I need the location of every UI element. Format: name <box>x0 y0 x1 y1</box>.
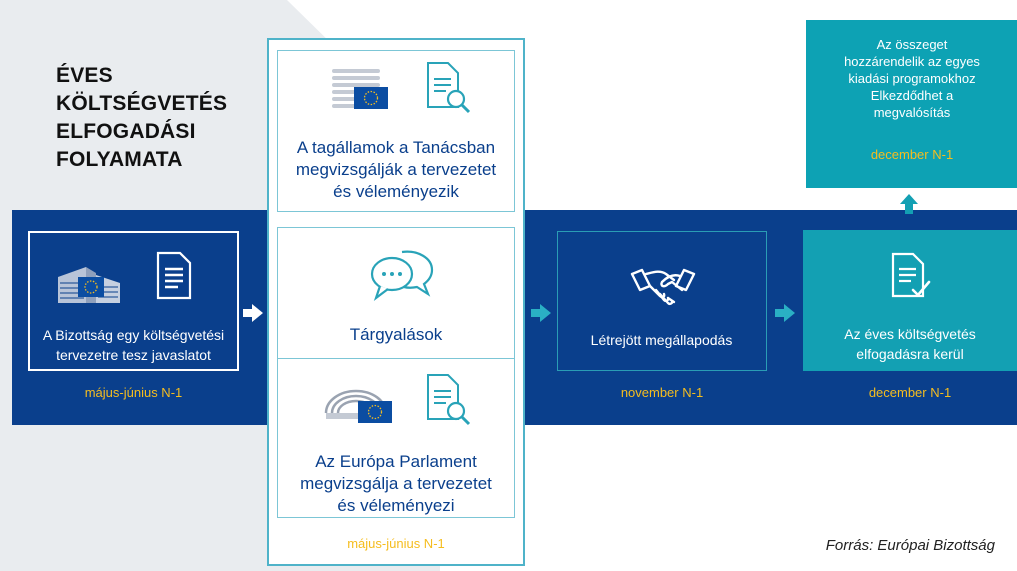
allocation-text: megvalósítás <box>873 105 951 120</box>
title-line: ÉVES <box>56 64 113 87</box>
speech-bubbles-icon <box>370 250 434 301</box>
allocation-card: Az összeget hozzárendelik az egyes kiadá… <box>806 20 1017 188</box>
allocation-text: Elkezdődhet a <box>870 88 954 103</box>
allocation-text: Az összeget <box>876 37 948 52</box>
commission-date: május-június N-1 <box>84 385 183 400</box>
parliament-hemicycle-icon <box>324 389 392 423</box>
agreement-card: Létrejött megállapodás <box>557 231 767 371</box>
adoption-date: december N-1 <box>868 385 952 400</box>
commission-text: A Bizottság egy költségvetési <box>42 327 225 343</box>
page-title: ÉVES KÖLTSÉGVETÉS ELFOGADÁSI FOLYAMATA <box>56 62 256 174</box>
council-text: A tagállamok a Tanácsban <box>296 138 496 157</box>
title-line: KÖLTSÉGVETÉS <box>56 92 228 115</box>
negotiation-text: Tárgyalások <box>349 325 443 344</box>
commission-text: tervezetre tesz javaslatot <box>56 347 211 363</box>
allocation-text: hozzárendelik az egyes <box>844 54 980 69</box>
council-text: és véleményezik <box>333 182 459 201</box>
handshake-icon <box>630 268 696 306</box>
parliament-text: megvizsgálja a tervezetet <box>300 474 492 493</box>
document-icon <box>156 251 192 300</box>
council-text: megvizsgálják a tervezetet <box>295 160 497 179</box>
document-search-icon <box>427 62 471 114</box>
allocation-date: december N-1 <box>870 147 954 162</box>
title-line: ELFOGADÁSI <box>56 120 196 143</box>
commission-card: A Bizottság egy költségvetési tervezetre… <box>28 231 239 371</box>
council-building-icon <box>332 69 388 109</box>
arrow-right-icon <box>531 304 551 322</box>
institutions-panel: A tagállamok a Tanácsban megvizsgálják a… <box>267 38 525 566</box>
document-search-icon <box>427 374 471 426</box>
agreement-text: Létrejött megállapodás <box>590 332 733 348</box>
title-line: FOLYAMATA <box>56 148 183 171</box>
parliament-text: és véleményezi <box>337 496 455 515</box>
berlaymont-building-icon <box>58 267 120 303</box>
arrow-up-icon <box>900 194 918 214</box>
arrow-right-icon <box>243 304 263 322</box>
council-card: A tagállamok a Tanácsban megvizsgálják a… <box>277 50 515 212</box>
adoption-card: Az éves költségvetés elfogadásra kerül <box>803 230 1017 371</box>
parliament-card: Az Európa Parlament megvizsgálja a terve… <box>277 358 515 518</box>
parliament-date: május-június N-1 <box>347 536 445 551</box>
arrow-right-icon <box>775 304 795 322</box>
adoption-text: elfogadásra kerül <box>856 346 964 362</box>
parliament-text: Az Európa Parlament <box>315 452 477 471</box>
source-caption: Forrás: Európai Bizottság <box>825 537 995 554</box>
allocation-text: kiadási programokhoz <box>848 71 976 86</box>
adoption-text: Az éves költségvetés <box>844 326 976 342</box>
checked-document-icon <box>891 252 931 298</box>
agreement-date: november N-1 <box>620 385 704 400</box>
